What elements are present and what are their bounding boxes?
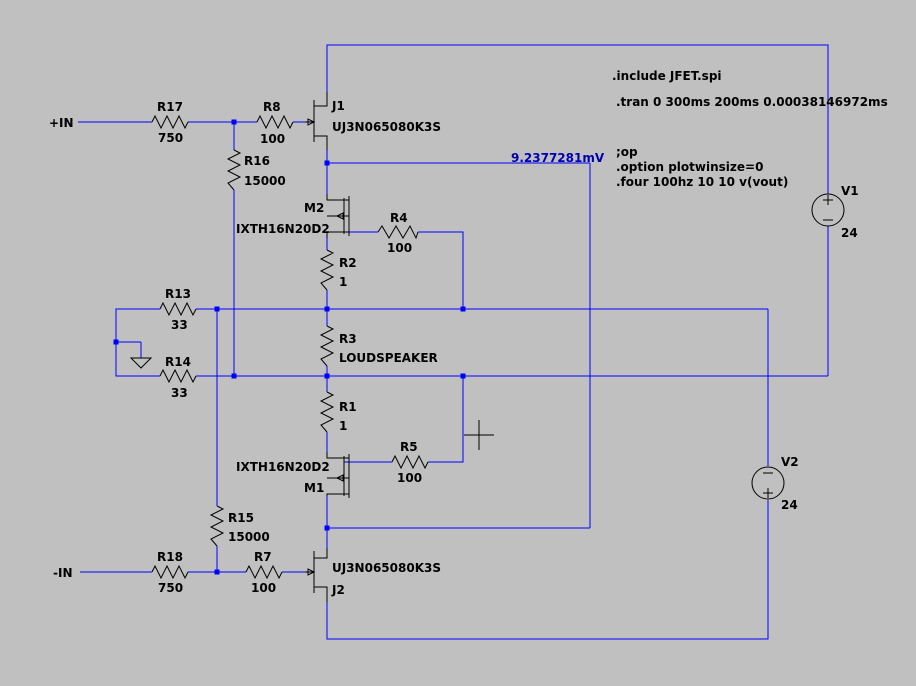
- resistor-r15[interactable]: [209, 505, 225, 547]
- wire-r5-loop: [428, 376, 464, 463]
- crosshair-cursor-icon: [464, 420, 494, 450]
- r4-name: R4: [390, 211, 408, 225]
- resistor-r4[interactable]: [377, 224, 419, 240]
- m1-value: IXTH16N20D2: [236, 460, 330, 474]
- wire-r4-loop: [418, 231, 464, 309]
- resistor-r18[interactable]: [151, 564, 189, 580]
- r3-name: R3: [339, 332, 357, 346]
- r18-value: 750: [158, 581, 183, 595]
- j1-value: UJ3N065080K3S: [332, 120, 441, 134]
- junction-dot: [113, 339, 119, 345]
- r15-value: 15000: [228, 530, 270, 544]
- port-label-in-plus: +IN: [49, 116, 74, 130]
- v2-name: V2: [781, 455, 799, 469]
- spice-directive-include[interactable]: .include JFET.spi: [612, 69, 722, 83]
- resistor-r13[interactable]: [159, 301, 197, 317]
- r5-value: 100: [397, 471, 422, 485]
- m1-name: M1: [304, 481, 324, 495]
- wire-top-rail: [326, 44, 829, 194]
- junction-dot: [460, 373, 466, 379]
- resistor-r2[interactable]: [319, 249, 335, 291]
- r16-value: 15000: [244, 174, 286, 188]
- r17-name: R17: [157, 100, 183, 114]
- resistor-r1[interactable]: [319, 391, 335, 433]
- junction-dot: [231, 373, 237, 379]
- resistor-r7[interactable]: [245, 564, 283, 580]
- resistor-r3-loudspeaker[interactable]: [319, 325, 335, 367]
- r18-name: R18: [157, 550, 183, 564]
- r15-name: R15: [228, 511, 254, 525]
- r8-name: R8: [263, 100, 281, 114]
- junction-dot: [324, 306, 330, 312]
- v2-value: 24: [781, 498, 798, 512]
- labels: +IN -IN R17 750 R8 100 R16 15000 J1 UJ3N…: [49, 69, 888, 597]
- junction-dot: [324, 160, 330, 166]
- r16-name: R16: [244, 154, 270, 168]
- spice-directive-op[interactable]: ;op: [616, 145, 638, 159]
- r13-value: 33: [171, 318, 188, 332]
- jfet-j2[interactable]: [305, 548, 328, 602]
- j2-name: J2: [331, 583, 345, 597]
- r3-value: LOUDSPEAKER: [339, 351, 438, 365]
- mosfet-m1[interactable]: [326, 452, 350, 498]
- j2-value: UJ3N065080K3S: [332, 561, 441, 575]
- spice-directive-four[interactable]: .four 100hz 10 10 v(vout): [616, 175, 788, 189]
- voltage-source-v2[interactable]: [751, 466, 785, 500]
- probe-voltage-readout[interactable]: 9.2377281mV: [511, 151, 605, 165]
- m2-value: IXTH16N20D2: [236, 222, 330, 236]
- spice-directive-tran[interactable]: .tran 0 300ms 200ms 0.00038146972ms: [616, 95, 888, 109]
- junction-dot: [324, 373, 330, 379]
- r14-value: 33: [171, 386, 188, 400]
- r1-value: 1: [339, 419, 347, 433]
- v1-value: 24: [841, 226, 858, 240]
- resistor-r8[interactable]: [256, 114, 294, 130]
- junctions: [113, 119, 466, 575]
- spice-directive-option[interactable]: .option plotwinsize=0: [616, 160, 763, 174]
- r4-value: 100: [387, 241, 412, 255]
- voltage-source-v1[interactable]: [811, 193, 845, 227]
- junction-dot: [324, 525, 330, 531]
- r13-name: R13: [165, 287, 191, 301]
- r2-name: R2: [339, 256, 357, 270]
- r5-name: R5: [400, 440, 418, 454]
- resistor-r16[interactable]: [226, 149, 242, 191]
- wire-bottom-return: [326, 500, 769, 640]
- resistor-r17[interactable]: [151, 114, 189, 130]
- junction-dot: [231, 119, 237, 125]
- r8-value: 100: [260, 132, 285, 146]
- r7-value: 100: [251, 581, 276, 595]
- r14-name: R14: [165, 355, 191, 369]
- wires: [78, 44, 829, 640]
- junction-dot: [214, 569, 220, 575]
- port-label-in-minus: -IN: [53, 566, 73, 580]
- junction-dot: [460, 306, 466, 312]
- mosfet-m2[interactable]: [326, 194, 350, 238]
- ground-icon[interactable]: [129, 357, 153, 369]
- r7-name: R7: [254, 550, 272, 564]
- resistor-r14[interactable]: [159, 368, 197, 384]
- junction-dot: [214, 306, 220, 312]
- jfet-j1[interactable]: [305, 92, 328, 150]
- r1-name: R1: [339, 400, 357, 414]
- resistor-r5[interactable]: [391, 454, 429, 470]
- r2-value: 1: [339, 275, 347, 289]
- v1-name: V1: [841, 184, 859, 198]
- j1-name: J1: [331, 99, 345, 113]
- r17-value: 750: [158, 131, 183, 145]
- m2-name: M2: [304, 201, 324, 215]
